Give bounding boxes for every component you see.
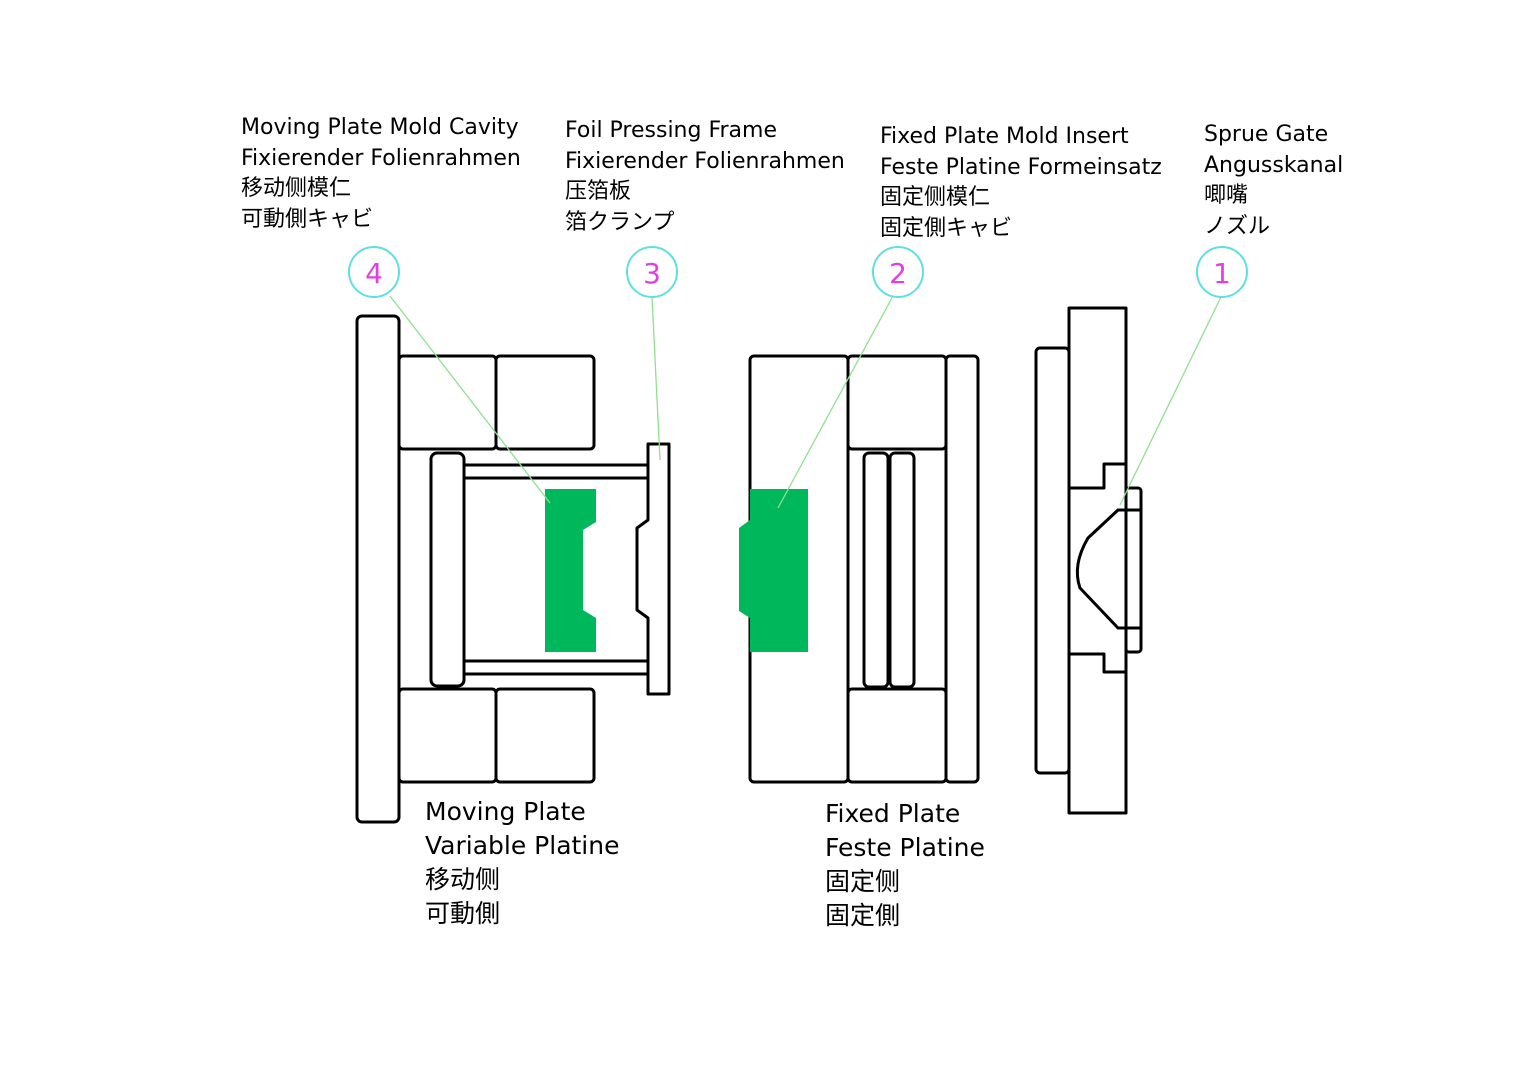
callout-2-line-1: Fixed Plate Mold Insert <box>880 124 1129 149</box>
callout-3-line-2: Fixierender Folienrahmen <box>565 148 845 174</box>
callout-label-2: Fixed Plate Mold Insert Feste Platine Fo… <box>880 122 1162 244</box>
callout-1-line-2: Angusskanal <box>1204 152 1344 178</box>
moving-plate-line-2: Variable Platine <box>425 831 620 860</box>
callout-label-3: Foil Pressing Frame Fixierender Folienra… <box>565 116 845 238</box>
leader-line-3 <box>651 296 661 461</box>
sprue-cone <box>1075 508 1126 630</box>
callout-4-line-2: Fixierender Folienrahmen <box>241 145 521 171</box>
moving-plate-line-4: 可動側 <box>425 899 501 928</box>
moving-clamp-plate <box>355 314 401 824</box>
fixed-plate-line-3: 固定侧 <box>825 867 901 896</box>
callout-number-2: 2 <box>889 257 907 290</box>
callout-3-line-1: Foil Pressing Frame <box>565 118 778 143</box>
fixed-rail-left <box>862 451 890 689</box>
callout-4-line-1: Moving Plate Mold Cavity <box>241 115 519 140</box>
fixed-support-strip <box>944 354 980 784</box>
moving-upper-block-right <box>494 354 596 451</box>
callout-bubble-1 <box>1196 246 1248 298</box>
callout-number-1: 1 <box>1213 257 1231 290</box>
fixed-mold-insert <box>739 489 808 652</box>
ejector-plate <box>429 451 466 688</box>
callout-4-line-4: 可動側キャビ <box>241 206 374 232</box>
callout-label-1: Sprue Gate Angusskanal 唧嘴 ノズル <box>1204 120 1343 242</box>
callout-1-line-3: 唧嘴 <box>1204 183 1249 208</box>
moving-plate-label: Moving Plate Variable Platine 移动侧 可動側 <box>425 795 619 931</box>
callout-1-line-1: Sprue Gate <box>1204 122 1329 147</box>
callout-1-line-4: ノズル <box>1204 213 1271 239</box>
sprue-gate-nozzle <box>1124 486 1143 654</box>
moving-lower-block-right <box>494 687 596 784</box>
fixed-plate-line-1: Fixed Plate <box>825 799 961 828</box>
sprue-bushing-pocket <box>1069 462 1126 674</box>
fixed-upper-block <box>846 354 948 451</box>
callout-bubble-3 <box>626 246 678 298</box>
callout-3-line-3: 压箔板 <box>565 179 632 204</box>
callout-2-line-4: 固定側キャビ <box>880 215 1013 241</box>
moving-lower-block-left <box>397 687 498 784</box>
leader-line-4 <box>389 295 551 504</box>
sprue-body <box>1067 306 1128 815</box>
callout-bubble-2 <box>872 246 924 298</box>
sprue-back-plate <box>1034 346 1071 775</box>
fixed-plate-line-4: 固定側 <box>825 901 901 930</box>
moving-plate-line-1: Moving Plate <box>425 797 586 826</box>
callout-number-4: 4 <box>365 257 383 290</box>
fixed-plate-line-2: Feste Platine <box>825 833 985 862</box>
fixed-rail-right <box>888 451 916 689</box>
callout-label-4: Moving Plate Mold Cavity Fixierender Fol… <box>241 113 521 235</box>
fixed-plate-label: Fixed Plate Feste Platine 固定侧 固定側 <box>825 797 985 933</box>
callout-2-line-3: 固定侧模仁 <box>880 185 991 210</box>
leader-line-1 <box>1119 296 1222 506</box>
callout-4-line-3: 移动侧模仁 <box>241 176 352 201</box>
callout-number-3: 3 <box>643 257 661 290</box>
callout-bubble-4 <box>348 246 400 298</box>
foil-pressing-frame <box>635 442 671 696</box>
moving-cavity-insert <box>545 489 596 652</box>
callout-2-line-2: Feste Platine Formeinsatz <box>880 154 1162 180</box>
leader-line-2 <box>777 295 894 509</box>
moving-plate-line-3: 移动侧 <box>425 865 501 894</box>
callout-3-line-4: 箔クランプ <box>565 209 675 235</box>
fixed-lower-block <box>846 687 948 784</box>
